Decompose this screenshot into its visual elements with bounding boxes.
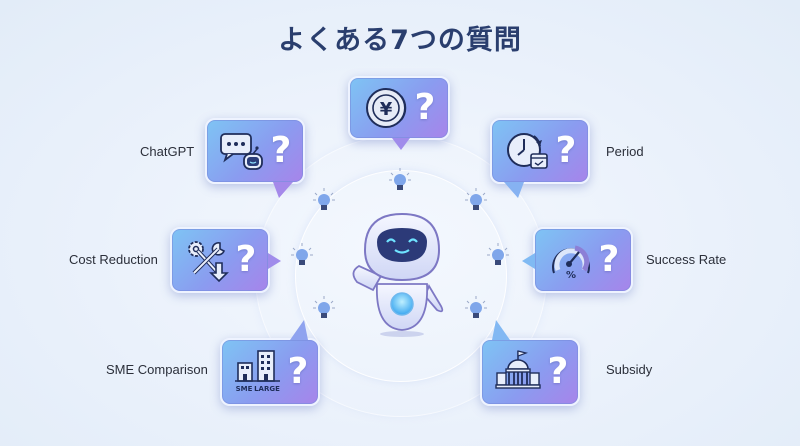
lightbulb-icon	[465, 296, 487, 318]
lightbulb-icon	[465, 188, 487, 210]
lightbulb-icon	[487, 243, 509, 265]
chat-robot-icon	[219, 133, 263, 170]
question-mark: ?	[235, 239, 257, 280]
question-bubble-cost-reduction[interactable]: ?	[170, 227, 281, 293]
question-bubble-period[interactable]: ?	[490, 118, 590, 198]
question-mark: ?	[555, 130, 577, 171]
buildings-icon: SME LARGE	[234, 350, 280, 393]
label-period: Period	[606, 144, 644, 159]
question-bubble-cost[interactable]: ¥ ?	[348, 76, 450, 150]
question-mark: ?	[270, 130, 292, 171]
svg-text:¥: ¥	[379, 99, 392, 120]
label-sme-comparison: SME Comparison	[106, 362, 208, 377]
label-cost-reduction: Cost Reduction	[69, 252, 158, 267]
svg-text:%: %	[566, 270, 576, 281]
question-mark: ?	[547, 351, 569, 392]
gauge-percent-icon: %	[551, 245, 590, 281]
lightbulb-icon	[313, 296, 335, 318]
page-title: よくある7つの質問	[278, 25, 522, 56]
government-building-icon	[494, 350, 541, 389]
svg-text:SME: SME	[235, 385, 252, 393]
robot-mascot	[352, 212, 444, 337]
label-subsidy: Subsidy	[606, 362, 653, 377]
lightbulb-icon	[313, 188, 335, 210]
question-bubble-subsidy[interactable]: ?	[480, 320, 580, 406]
question-mark: ?	[287, 351, 309, 392]
question-bubble-chatgpt[interactable]: ?	[205, 118, 305, 198]
question-bubble-success-rate[interactable]: % ?	[522, 227, 633, 293]
question-mark: ?	[414, 87, 436, 128]
label-chatgpt: ChatGPT	[140, 144, 195, 159]
label-success-rate: Success Rate	[646, 252, 727, 267]
lightbulb-icon	[389, 168, 411, 190]
tools-down-arrow-icon	[187, 241, 229, 283]
lightbulb-icon	[291, 243, 313, 265]
svg-text:LARGE: LARGE	[254, 385, 280, 393]
yen-coin-icon: ¥	[365, 88, 406, 128]
question-mark: ?	[598, 239, 620, 280]
clock-calendar-icon	[506, 133, 548, 169]
question-bubble-sme-comparison[interactable]: SME LARGE ?	[220, 320, 320, 406]
